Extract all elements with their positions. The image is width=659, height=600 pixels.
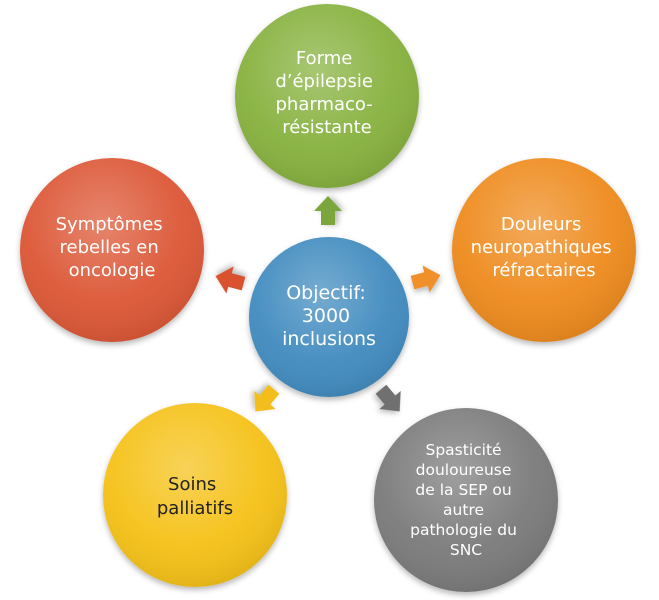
spasticity-label-line: Spasticité — [425, 441, 501, 459]
center-label: Objectif: 3000 inclusions — [282, 282, 376, 350]
arrow-shape — [375, 384, 401, 412]
epilepsy-label-line: résistante — [282, 117, 371, 138]
node-oncology: Symptômes rebelles en oncologie — [20, 158, 204, 342]
pain-label: Douleurs neuropathiques réfractaires — [471, 214, 618, 281]
spasticity-label-line: autre — [443, 501, 484, 519]
pain-label-line: Douleurs — [501, 214, 582, 235]
arrow-shape — [410, 265, 441, 293]
spasticity-label-line: de la SEP ou — [415, 481, 511, 499]
arrow-shape — [254, 384, 280, 412]
palliative-label: Soins palliatifs — [157, 474, 233, 519]
oncology-label-line: Symptômes — [56, 214, 163, 235]
connector-arrows — [215, 196, 441, 412]
pain-label-line: neuropathiques — [471, 237, 612, 258]
node-neuropathic-pain: Douleurs neuropathiques réfractaires — [452, 158, 636, 342]
node-palliative-care: Soins palliatifs — [103, 403, 287, 587]
center-label-line: Objectif: — [286, 282, 366, 304]
epilepsy-label-line: Forme — [296, 48, 352, 69]
arrow-shape — [314, 196, 342, 225]
spasticity-label-line: douloureuse — [416, 461, 512, 479]
connector-arrow-epilepsy — [314, 196, 342, 225]
palliative-label-line: Soins — [168, 474, 216, 495]
center-label-line: inclusions — [282, 328, 376, 350]
node-epilepsy: Forme d’épilepsie pharmaco- résistante — [235, 4, 419, 188]
arrow-shape — [215, 266, 246, 294]
oncology-label: Symptômes rebelles en oncologie — [56, 214, 169, 281]
oncology-label-line: rebelles en — [60, 237, 159, 258]
connector-arrow-pain — [410, 265, 441, 293]
connector-arrow-spasticity — [375, 384, 401, 412]
spasticity-label-line: pathologie du — [410, 521, 517, 539]
node-spasticity: Spasticité douloureuse de la SEP ou autr… — [374, 408, 558, 592]
spasticity-label-line: SNC — [450, 541, 482, 559]
oncology-label-line: oncologie — [69, 260, 156, 281]
connector-arrow-oncology — [215, 266, 246, 294]
connector-arrow-palliative — [254, 384, 280, 412]
spasticity-label: Spasticité douloureuse de la SEP ou autr… — [410, 441, 522, 559]
epilepsy-label: Forme d’épilepsie pharmaco- résistante — [275, 48, 378, 138]
palliative-label-line: palliatifs — [157, 498, 233, 519]
epilepsy-label-line: pharmaco- — [276, 94, 373, 115]
pain-label-line: réfractaires — [492, 260, 595, 281]
epilepsy-label-line: d’épilepsie — [275, 71, 373, 92]
center-label-line: 3000 — [302, 305, 350, 327]
center-node: Objectif: 3000 inclusions — [249, 237, 409, 397]
